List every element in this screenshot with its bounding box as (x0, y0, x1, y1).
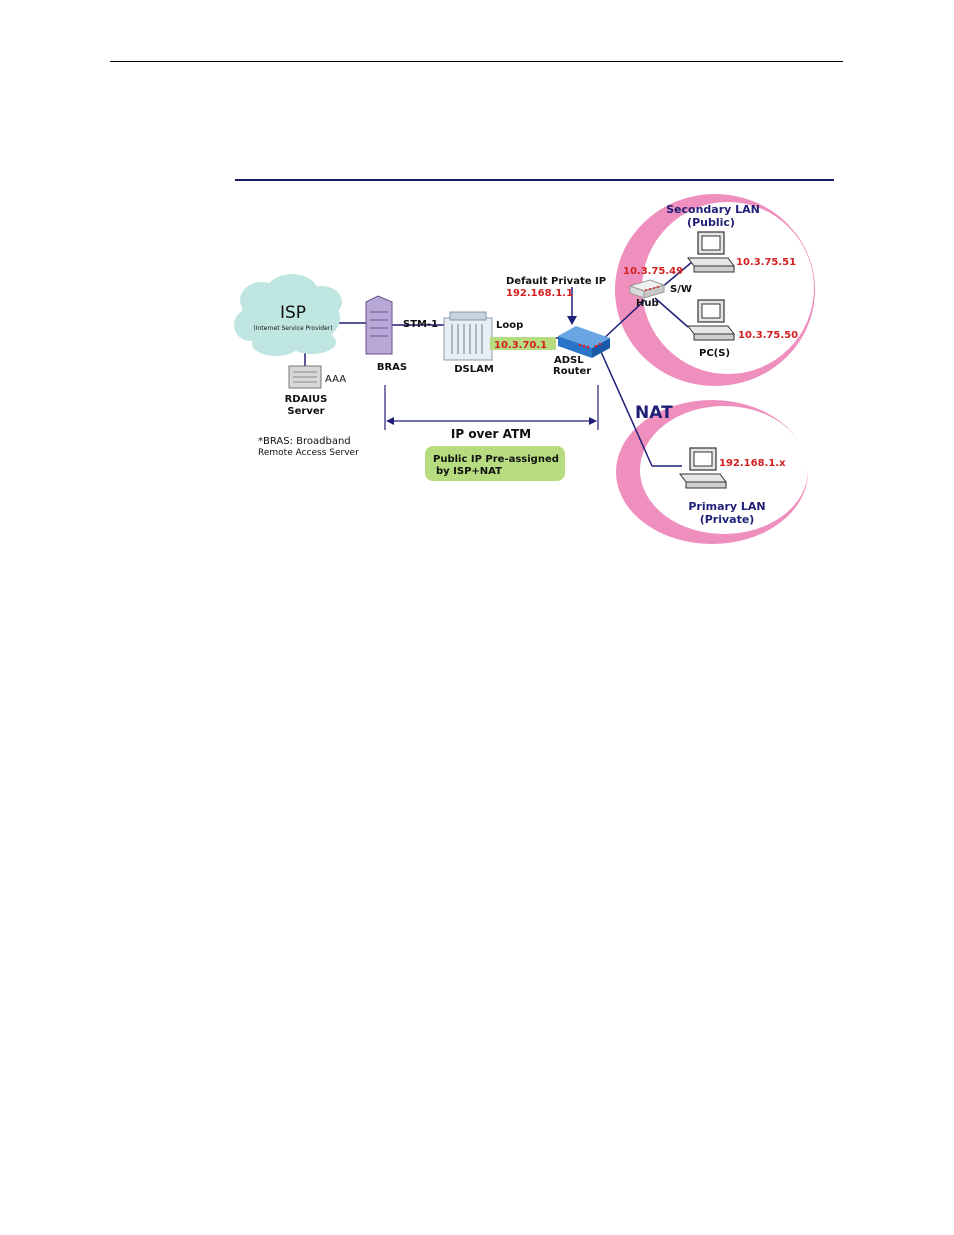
loop-label: Loop (496, 320, 523, 331)
bras-server-icon (365, 295, 393, 355)
router-label-line1: ADSL (554, 355, 584, 366)
stm-label: STM-1 (403, 319, 438, 330)
secondary-lan-subtitle: (Public) (687, 216, 735, 229)
public-ip-box (425, 446, 565, 481)
nat-label: NAT (635, 403, 673, 423)
pc2-computer-icon (687, 299, 735, 341)
radius-server-icon (288, 365, 322, 389)
pc1-computer-icon (687, 231, 735, 273)
router-label-line2: Router (553, 366, 591, 377)
isp-cloud-icon (234, 274, 342, 356)
bras-label: BRAS (377, 362, 407, 373)
pc2-ip: 10.3.75.50 (738, 330, 798, 341)
default-ip-arrow-icon (567, 316, 577, 325)
dslam-label: DSLAM (454, 364, 494, 375)
isp-title: ISP (280, 303, 306, 323)
wan-ip: 10.3.70.1 (494, 340, 547, 351)
atm-arrow-right-icon (589, 417, 597, 425)
primary-pc-computer-icon (679, 447, 727, 489)
secondary-lan-ring (615, 194, 815, 386)
bras-note-line2: Remote Access Server (258, 448, 359, 458)
hub-ip: 10.3.75.49 (623, 266, 683, 277)
ip-over-atm-bracket (384, 385, 599, 430)
figure-top-rule (235, 179, 834, 181)
secondary-lan-title: Secondary LAN (666, 203, 760, 216)
hub-icon (628, 279, 666, 299)
radius-label-line1: RDAIUS (285, 394, 328, 405)
pcs-label: PC(S) (699, 348, 730, 359)
hub-label: Hub (636, 298, 659, 309)
ip-over-atm-label: IP over ATM (451, 427, 531, 441)
primary-pc-ip: 192.168.1.x (719, 458, 786, 469)
adsl-router-icon (558, 326, 610, 358)
sw-label: S/W (670, 284, 692, 295)
primary-lan-title: Primary LAN (688, 500, 765, 513)
header-rule (110, 61, 843, 62)
primary-lan-ring (616, 400, 808, 544)
wan-ip-highlight (490, 337, 556, 350)
dslam-icon (443, 311, 493, 361)
aaa-label: AAA (325, 374, 346, 385)
public-ip-line2: by ISP+NAT (436, 466, 502, 477)
bras-note-line1: *BRAS: Broadband (258, 436, 351, 447)
isp-subtitle: (Internet Service Provider) (253, 325, 332, 332)
pc1-ip: 10.3.75.51 (736, 257, 796, 268)
public-ip-line1: Public IP Pre-assigned (433, 454, 559, 465)
default-ip-value: 192.168.1.1 (506, 288, 573, 299)
default-ip-label: Default Private IP (506, 276, 606, 287)
atm-arrow-left-icon (386, 417, 394, 425)
primary-lan-subtitle: (Private) (700, 513, 755, 526)
radius-label-line2: Server (287, 406, 324, 417)
